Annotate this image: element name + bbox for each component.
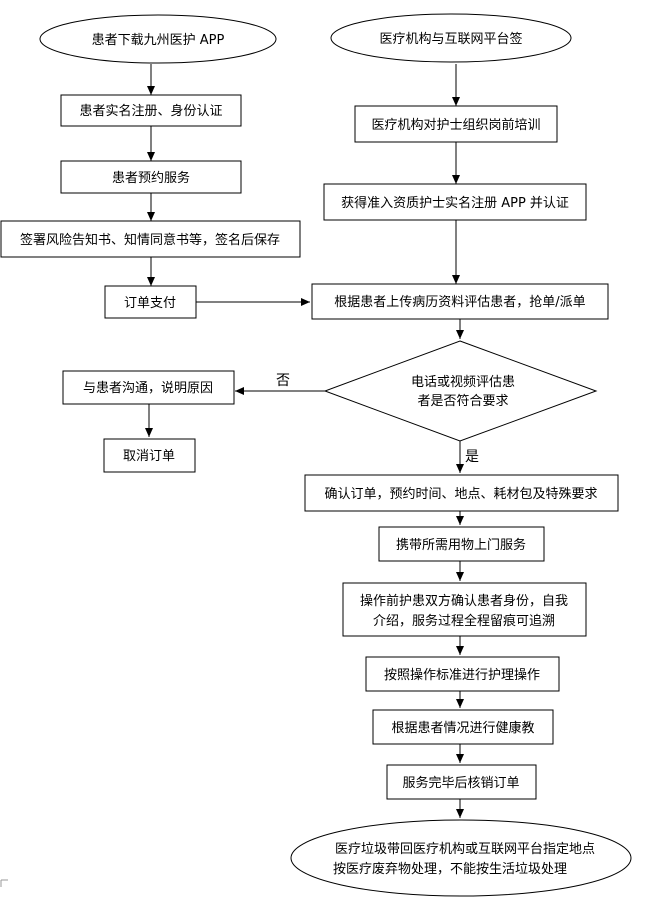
node-label: 医疗机构与互联网平台签 — [379, 31, 522, 47]
node-patient-register: 患者实名注册、身份认证 — [60, 94, 242, 127]
corner-mark — [0, 879, 8, 887]
node-label: 根据患者上传病历资料评估患者，抢单/派单 — [334, 294, 585, 310]
node-sign-consent: 签署风险告知书、知情同意书等，签名后保存 — [0, 220, 301, 258]
node-label-line-2: 者是否符合要求 — [417, 393, 508, 409]
node-confirm-order: 确认订单，预约时间、地点、耗材包及特殊要求 — [304, 474, 619, 512]
edge-label-no: 否 — [276, 373, 290, 389]
node-label: 确认订单，预约时间、地点、耗材包及特殊要求 — [324, 487, 597, 502]
node-label: 患者下载九州医护 APP — [92, 33, 225, 48]
node-label-line-1: 操作前护患双方确认患者身份，自我 — [360, 593, 568, 609]
node-label: 患者预约服务 — [112, 170, 190, 186]
node-identity-check: 操作前护患双方确认患者身份，自我 介绍，服务过程全程留痕可追溯 — [342, 582, 587, 637]
node-patient-download: 患者下载九州医护 APP — [39, 14, 277, 64]
node-label: 获得准入资质护士实名注册 APP 并认证 — [341, 195, 569, 211]
node-label: 根据患者情况进行健康教 — [391, 720, 534, 736]
node-label: 取消订单 — [123, 449, 175, 464]
node-eval-decision: 电话或视频评估患 者是否符合要求 — [323, 340, 598, 442]
node-label-line-1: 医疗垃圾带回医疗机构或互联网平台指定地点 — [335, 842, 595, 857]
edge-label-yes: 是 — [465, 449, 479, 465]
node-waste-disposal: 医疗垃圾带回医疗机构或互联网平台指定地点 按医疗废弃物处理，不能按生活垃圾处理 — [290, 819, 632, 897]
node-label: 服务完毕后核销订单 — [402, 775, 519, 791]
node-platform-sign: 医疗机构与互联网平台签 — [330, 13, 572, 63]
node-label: 与患者沟通，说明原因 — [83, 381, 213, 396]
node-label: 按照操作标准进行护理操作 — [384, 667, 540, 683]
node-cancel-order: 取消订单 — [103, 438, 196, 473]
node-label: 签署风险告知书、知情同意书等，签名后保存 — [20, 232, 280, 248]
node-label-line-1: 电话或视频评估患 — [411, 375, 515, 390]
edges — [145, 64, 464, 818]
node-label: 患者实名注册、身份认证 — [79, 103, 222, 119]
node-label-line-2: 介绍，服务过程全程留痕可追溯 — [373, 613, 555, 629]
node-label: 订单支付 — [124, 296, 176, 311]
node-home-service: 携带所需用物上门服务 — [378, 526, 545, 562]
node-close-order: 服务完毕后核销订单 — [386, 764, 537, 800]
node-nurse-training: 医疗机构对护士组织岗前培训 — [354, 105, 558, 143]
node-nurse-register: 获得准入资质护士实名注册 APP 并认证 — [323, 183, 587, 221]
node-label-line-2: 按医疗废弃物处理，不能按生活垃圾处理 — [333, 861, 567, 877]
node-label: 携带所需用物上门服务 — [396, 537, 526, 553]
node-order-payment: 订单支付 — [104, 285, 197, 319]
node-assess-grab: 根据患者上传病历资料评估患者，抢单/派单 — [311, 283, 609, 320]
node-explain-reason: 与患者沟通，说明原因 — [62, 370, 235, 405]
node-label: 医疗机构对护士组织岗前培训 — [371, 117, 540, 133]
node-patient-booking: 患者预约服务 — [60, 160, 242, 194]
node-health-education: 根据患者情况进行健康教 — [372, 709, 554, 745]
node-nursing-operation: 按照操作标准进行护理操作 — [365, 656, 560, 692]
